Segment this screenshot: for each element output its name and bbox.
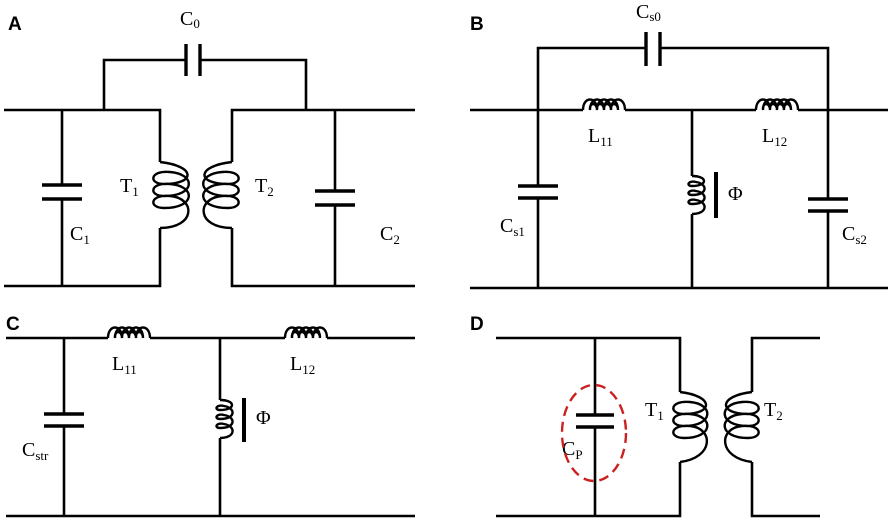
- panel-a-top-rail-left: [4, 108, 162, 162]
- panel-c-l12-coil: [283, 326, 329, 339]
- panel-a-c1-label: C1: [70, 223, 90, 247]
- panel-b-l11-label: L11: [588, 125, 613, 149]
- panel-d-t1-coil: [672, 390, 709, 464]
- panel-c-shunt-coil: [215, 398, 234, 440]
- panel-a-t2-coil: [202, 160, 240, 230]
- panel-d: D CP T1 T2: [470, 314, 820, 518]
- panel-c-l11-coil: [106, 326, 152, 339]
- panel-c-label: C: [6, 314, 20, 335]
- panel-b: B L11 L12 Cs0 Cs1 Cs2 Φ: [470, 1, 888, 290]
- panel-b-cs1-gap: [530, 186, 546, 198]
- panel-b-shunt-coil: [687, 174, 706, 216]
- panel-d-t2-label: T2: [764, 399, 783, 423]
- panel-b-l12-label: L12: [762, 125, 787, 149]
- panel-b-l11-coil: [581, 98, 627, 111]
- panel-d-top-rail-left: [496, 336, 682, 392]
- panel-c-phi-label: Φ: [256, 407, 271, 429]
- panel-d-cp-label: CP: [562, 438, 583, 462]
- panel-b-cs2-label: Cs2: [842, 223, 867, 247]
- panel-a-t1-coil: [152, 160, 190, 230]
- panel-d-t2-coil: [723, 390, 760, 464]
- panel-a-c0-wire: [102, 58, 308, 110]
- panel-b-cs2-gap: [820, 199, 836, 211]
- panel-d-top-rail-right: [750, 336, 820, 392]
- panel-a: A C0 C1 C2 T1 T2: [4, 8, 415, 288]
- panel-d-bottom-rail-left: [496, 462, 682, 518]
- panel-a-c0-label: C0: [180, 8, 200, 31]
- panel-b-cs0-wire: [536, 46, 830, 288]
- panel-b-cs1-label: Cs1: [500, 215, 525, 239]
- panel-c-l11-label: L11: [112, 353, 137, 377]
- panel-c-l12-label: L12: [290, 353, 315, 377]
- panel-c-cstr-label: Cstr: [22, 439, 49, 463]
- panel-b-phi-label: Φ: [728, 183, 743, 205]
- panel-a-c2-label: C2: [380, 223, 400, 247]
- panel-b-cs0-label: Cs0: [636, 1, 661, 24]
- panel-a-bottom-rail-right: [230, 228, 415, 288]
- panel-d-label: D: [470, 314, 484, 335]
- panel-a-t1-label: T1: [120, 175, 139, 199]
- panel-d-cp-highlight-ellipse: [560, 383, 628, 483]
- panel-b-label: B: [470, 14, 484, 35]
- panel-c: C L11 L12 Cstr Φ: [6, 314, 415, 518]
- panel-a-bottom-rail-left: [4, 228, 162, 288]
- panel-a-label: A: [8, 14, 22, 35]
- panel-d-t1-label: T1: [645, 399, 664, 423]
- panel-d-bottom-rail-right: [750, 462, 820, 518]
- panel-a-top-rail-right: [230, 108, 415, 162]
- panel-b-l12-coil: [754, 98, 800, 111]
- panel-a-t2-label: T2: [255, 175, 274, 199]
